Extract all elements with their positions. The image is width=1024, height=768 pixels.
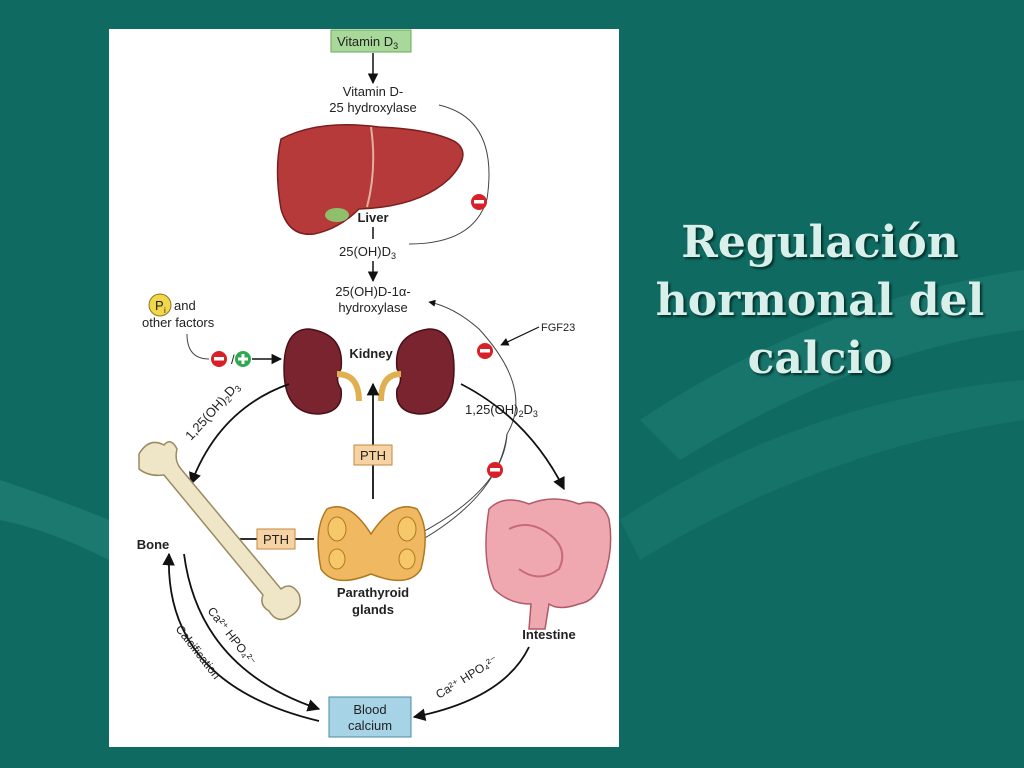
liver-icon — [276, 123, 464, 236]
calcitriol-left-label: 1,25(OH)2D3 — [182, 379, 243, 445]
svg-text:P: P — [155, 298, 164, 313]
alpha-hydroxylase-line1: 25(OH)D-1α- — [335, 284, 410, 299]
pi-and-label: and — [174, 298, 196, 313]
slash-label: / — [231, 352, 235, 367]
vitamin-d3-label: Vitamin D3 — [337, 34, 398, 51]
blood-label-line2: calcium — [348, 718, 392, 733]
slide-title-line-3: calcio — [747, 333, 893, 384]
liver-label: Liver — [357, 210, 388, 225]
alpha-hydroxylase-line2: hydroxylase — [338, 300, 407, 315]
ca-hpo4-right-label: Ca²⁺ HPO₄²⁻ — [433, 652, 500, 701]
oh-d3-label: 25(OH)D3 — [339, 244, 396, 261]
slide-title-line-1: Regulación — [681, 217, 959, 268]
slide-title: Regulación hormonal del calcio — [640, 214, 1000, 388]
fgf23-label: FGF23 — [541, 322, 575, 334]
pth-vertical-label: PTH — [360, 448, 386, 463]
slide-title-line-2: hormonal del — [655, 275, 985, 326]
parathyroid-label-line2: glands — [352, 602, 394, 617]
pi-factor-icon: P i — [148, 293, 172, 317]
intestine-icon — [485, 498, 612, 630]
pth-vertical-box — [353, 444, 393, 466]
pth-left-label: PTH — [263, 532, 289, 547]
kidney-label: Kidney — [349, 346, 393, 361]
blood-calcium-box — [328, 696, 412, 738]
calcium-regulation-diagram: Vitamin D3 Vitamin D- 25 hydroxylase Liv… — [137, 29, 612, 738]
parathyroid-label-line1: Parathyroid — [337, 585, 409, 600]
bone-icon — [138, 441, 301, 621]
parathyroid-icon — [317, 506, 426, 582]
calcification-label: Calcification — [173, 622, 224, 682]
blood-label-line1: Blood — [353, 702, 386, 717]
bone-label: Bone — [137, 537, 170, 552]
other-factors-label: other factors — [142, 315, 215, 330]
pth-left-box — [256, 528, 296, 550]
kidney-right-icon — [378, 328, 455, 415]
kidney-left-icon — [283, 328, 362, 415]
vitamin-d3-box — [330, 29, 412, 53]
svg-text:i: i — [164, 306, 166, 315]
intestine-label: Intestine — [522, 627, 575, 642]
hydroxylase-25-line2: 25 hydroxylase — [329, 100, 416, 115]
diagram-panel: Vitamin D3 Vitamin D- 25 hydroxylase Liv… — [109, 29, 619, 747]
hydroxylase-25-line1: Vitamin D- — [343, 84, 403, 99]
